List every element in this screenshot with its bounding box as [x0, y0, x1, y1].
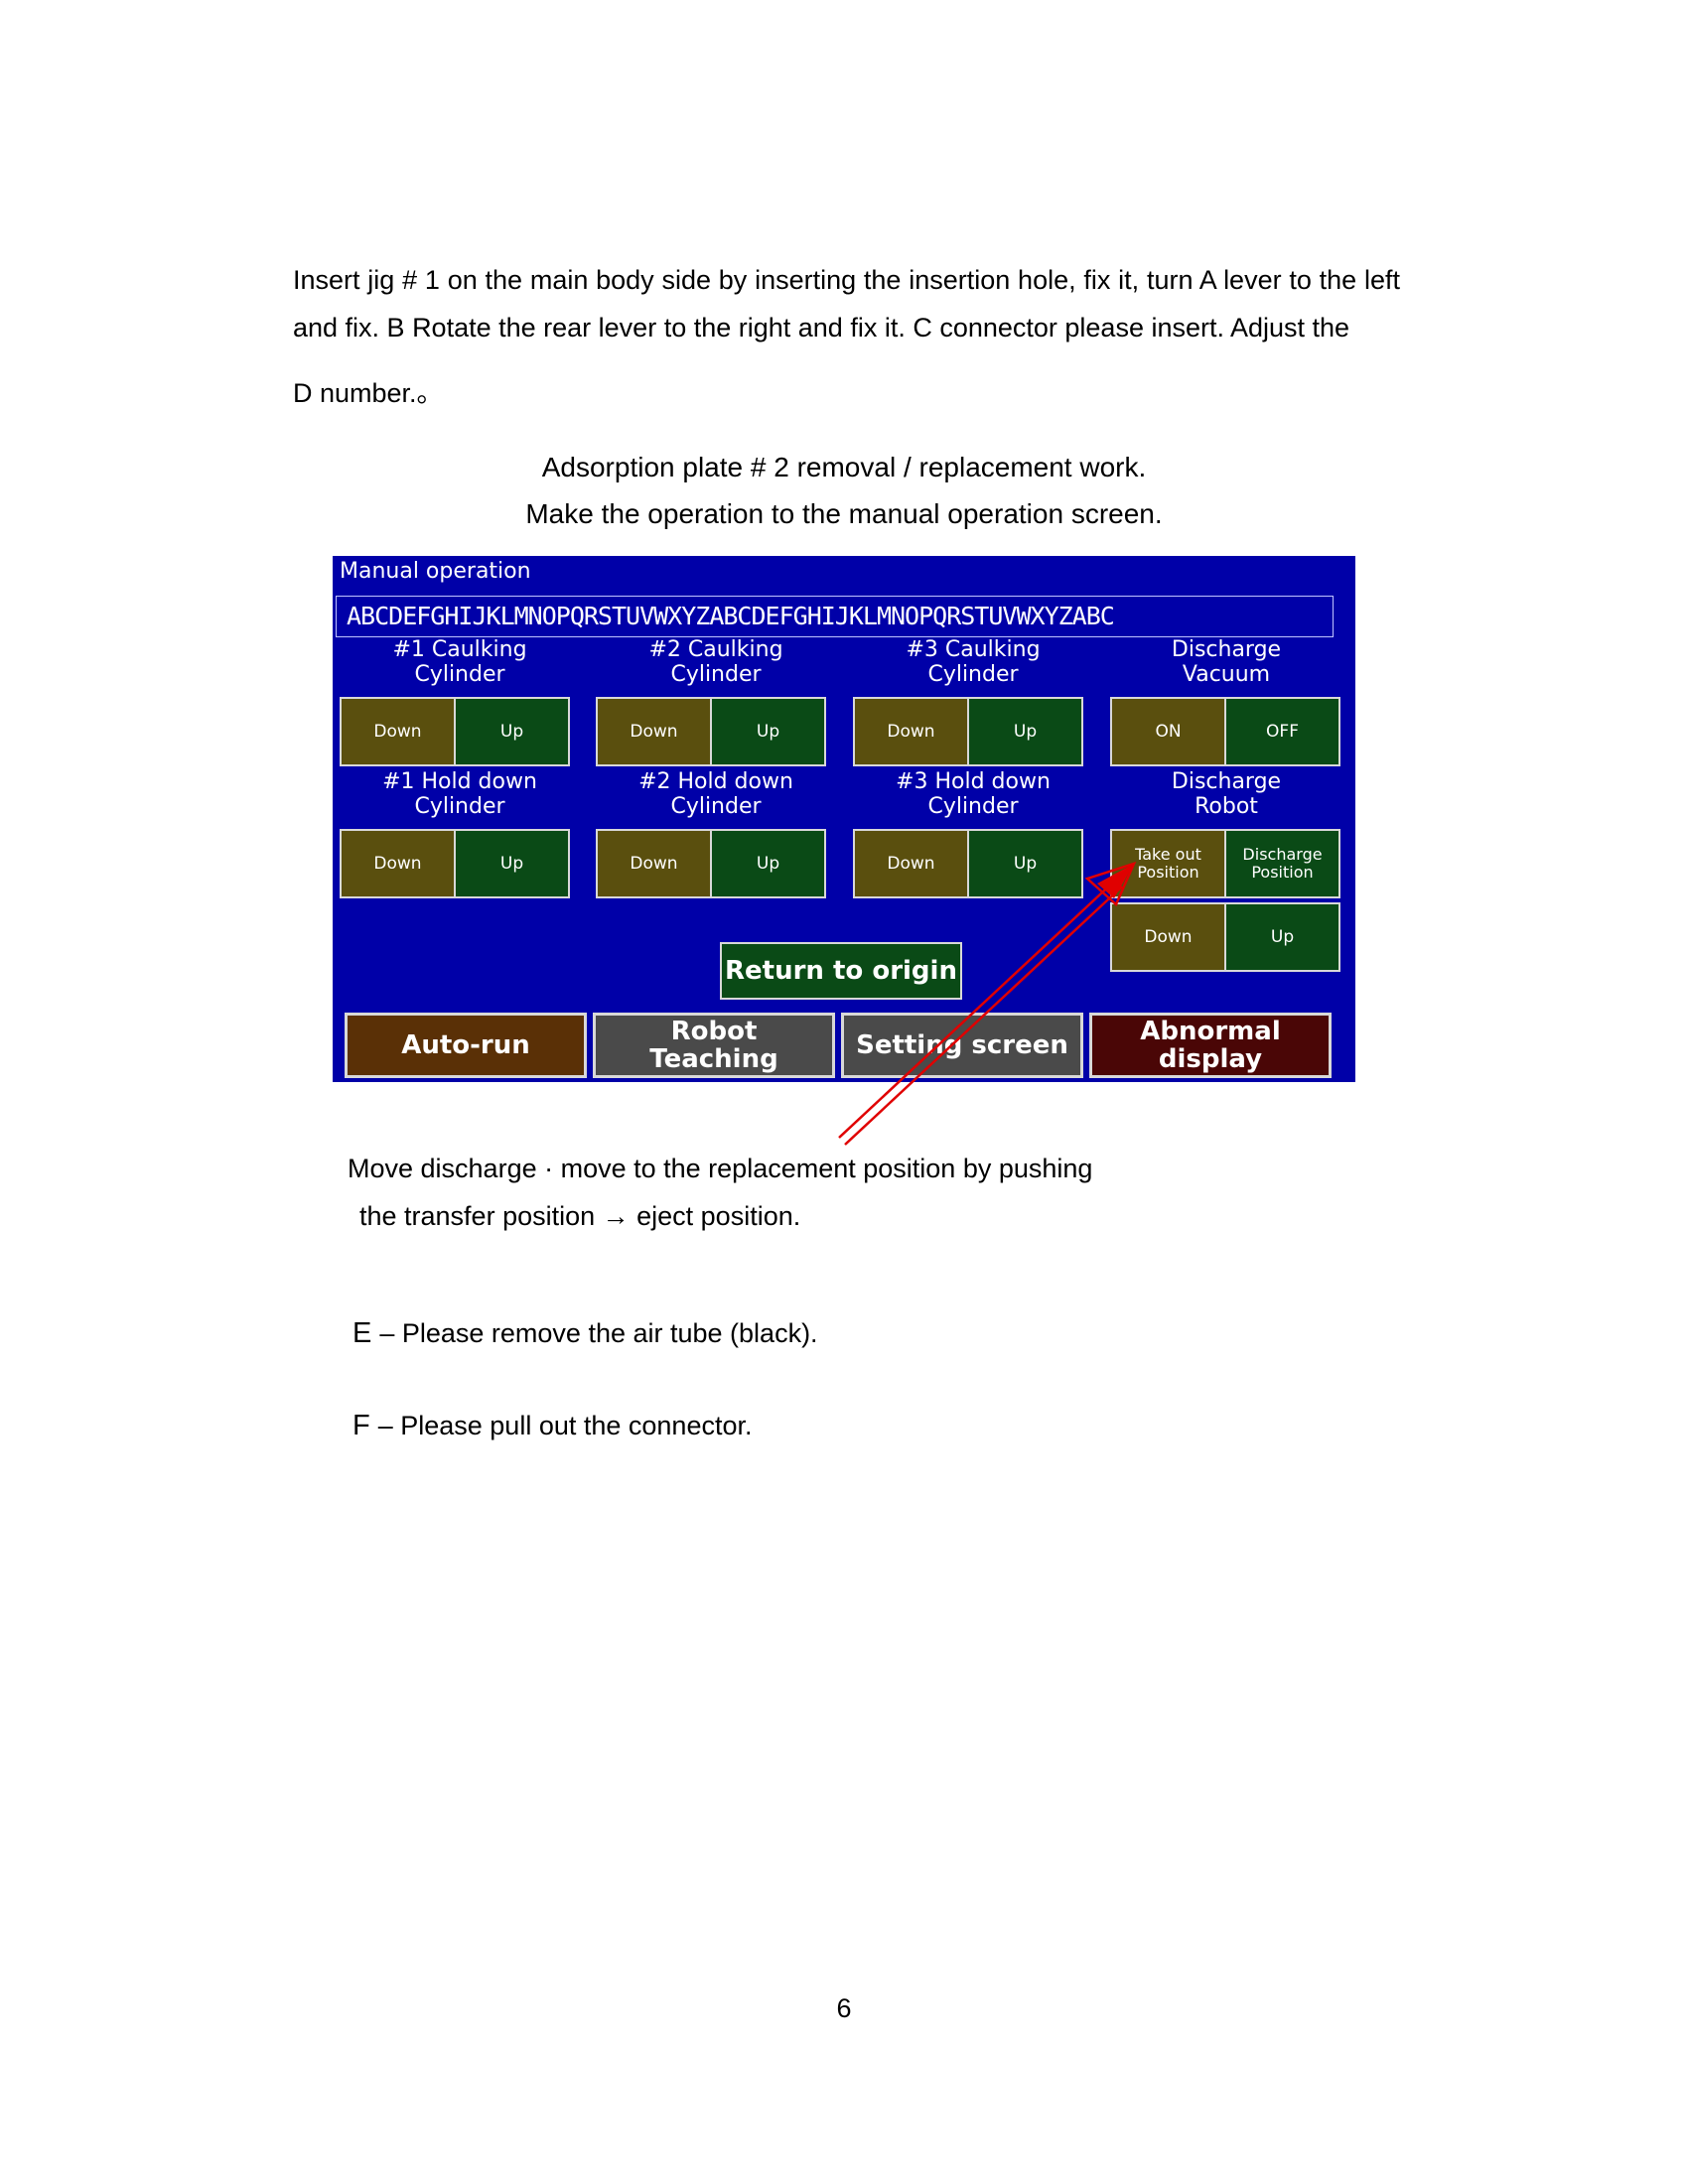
step-e-letter: E	[352, 1317, 372, 1349]
message-banner: ABCDEFGHIJKLMNOPQRSTUVWXYZABCDEFGHIJKLMN…	[336, 596, 1334, 637]
intro-line2: D number.。	[293, 378, 444, 408]
manual-operation-screen: Manual operation ABCDEFGHIJKLMNOPQRSTUVW…	[333, 556, 1355, 1082]
note-line1: Move discharge · move to the replacement…	[348, 1154, 1093, 1183]
setting-screen-button[interactable]: Setting screen	[841, 1013, 1083, 1078]
screen-title: Manual operation	[340, 559, 531, 584]
caulking-3-up-button[interactable]: Up	[969, 699, 1081, 764]
holddown-1-up-button[interactable]: Up	[456, 831, 568, 896]
holddown-1-down-button[interactable]: Down	[342, 831, 456, 896]
step-e: E– Please remove the air tube (black).	[352, 1317, 818, 1350]
auto-run-button[interactable]: Auto-run	[345, 1013, 587, 1078]
holddown-3-down-button[interactable]: Down	[855, 831, 969, 896]
caulking-3-down-button[interactable]: Down	[855, 699, 969, 764]
caulking-1-down-button[interactable]: Down	[342, 699, 456, 764]
step-f-letter: F	[352, 1410, 370, 1441]
robot-up-button[interactable]: Up	[1226, 904, 1338, 970]
caulking-2-down-button[interactable]: Down	[598, 699, 712, 764]
intro-paragraph: Insert jig # 1 on the main body side by …	[293, 256, 1400, 417]
vacuum-off-button[interactable]: OFF	[1226, 699, 1338, 764]
holddown-1-controls: Down Up	[340, 829, 570, 898]
caulking-1-controls: Down Up	[340, 697, 570, 766]
section-subheading: Make the operation to the manual operati…	[525, 498, 1163, 529]
step-e-text: – Please remove the air tube (black).	[379, 1318, 818, 1348]
vacuum-on-button[interactable]: ON	[1112, 699, 1226, 764]
abnormal-display-button[interactable]: Abnormal display	[1089, 1013, 1332, 1078]
discharge-robot-updown-controls: Down Up	[1110, 902, 1340, 972]
caulking-2-up-button[interactable]: Up	[712, 699, 824, 764]
section-heading: Adsorption plate # 2 removal / replaceme…	[541, 452, 1147, 482]
holddown-3-controls: Down Up	[853, 829, 1083, 898]
holddown-2-down-button[interactable]: Down	[598, 831, 712, 896]
holddown-3-up-button[interactable]: Up	[969, 831, 1081, 896]
page-number: 6	[836, 1993, 852, 2023]
step-f-text: – Please pull out the connector.	[377, 1411, 753, 1440]
return-to-origin-button[interactable]: Return to origin	[720, 942, 962, 1000]
robot-down-button[interactable]: Down	[1112, 904, 1226, 970]
discharge-vacuum-controls: ON OFF	[1110, 697, 1340, 766]
caulking-2-controls: Down Up	[596, 697, 826, 766]
caulking-1-up-button[interactable]: Up	[456, 699, 568, 764]
intro-line1: Insert jig # 1 on the main body side by …	[293, 265, 1400, 342]
holddown-2-controls: Down Up	[596, 829, 826, 898]
note-line2: the transfer position → eject position.	[359, 1201, 801, 1231]
step-f: F– Please pull out the connector.	[352, 1410, 752, 1442]
holddown-2-up-button[interactable]: Up	[712, 831, 824, 896]
caulking-3-controls: Down Up	[853, 697, 1083, 766]
